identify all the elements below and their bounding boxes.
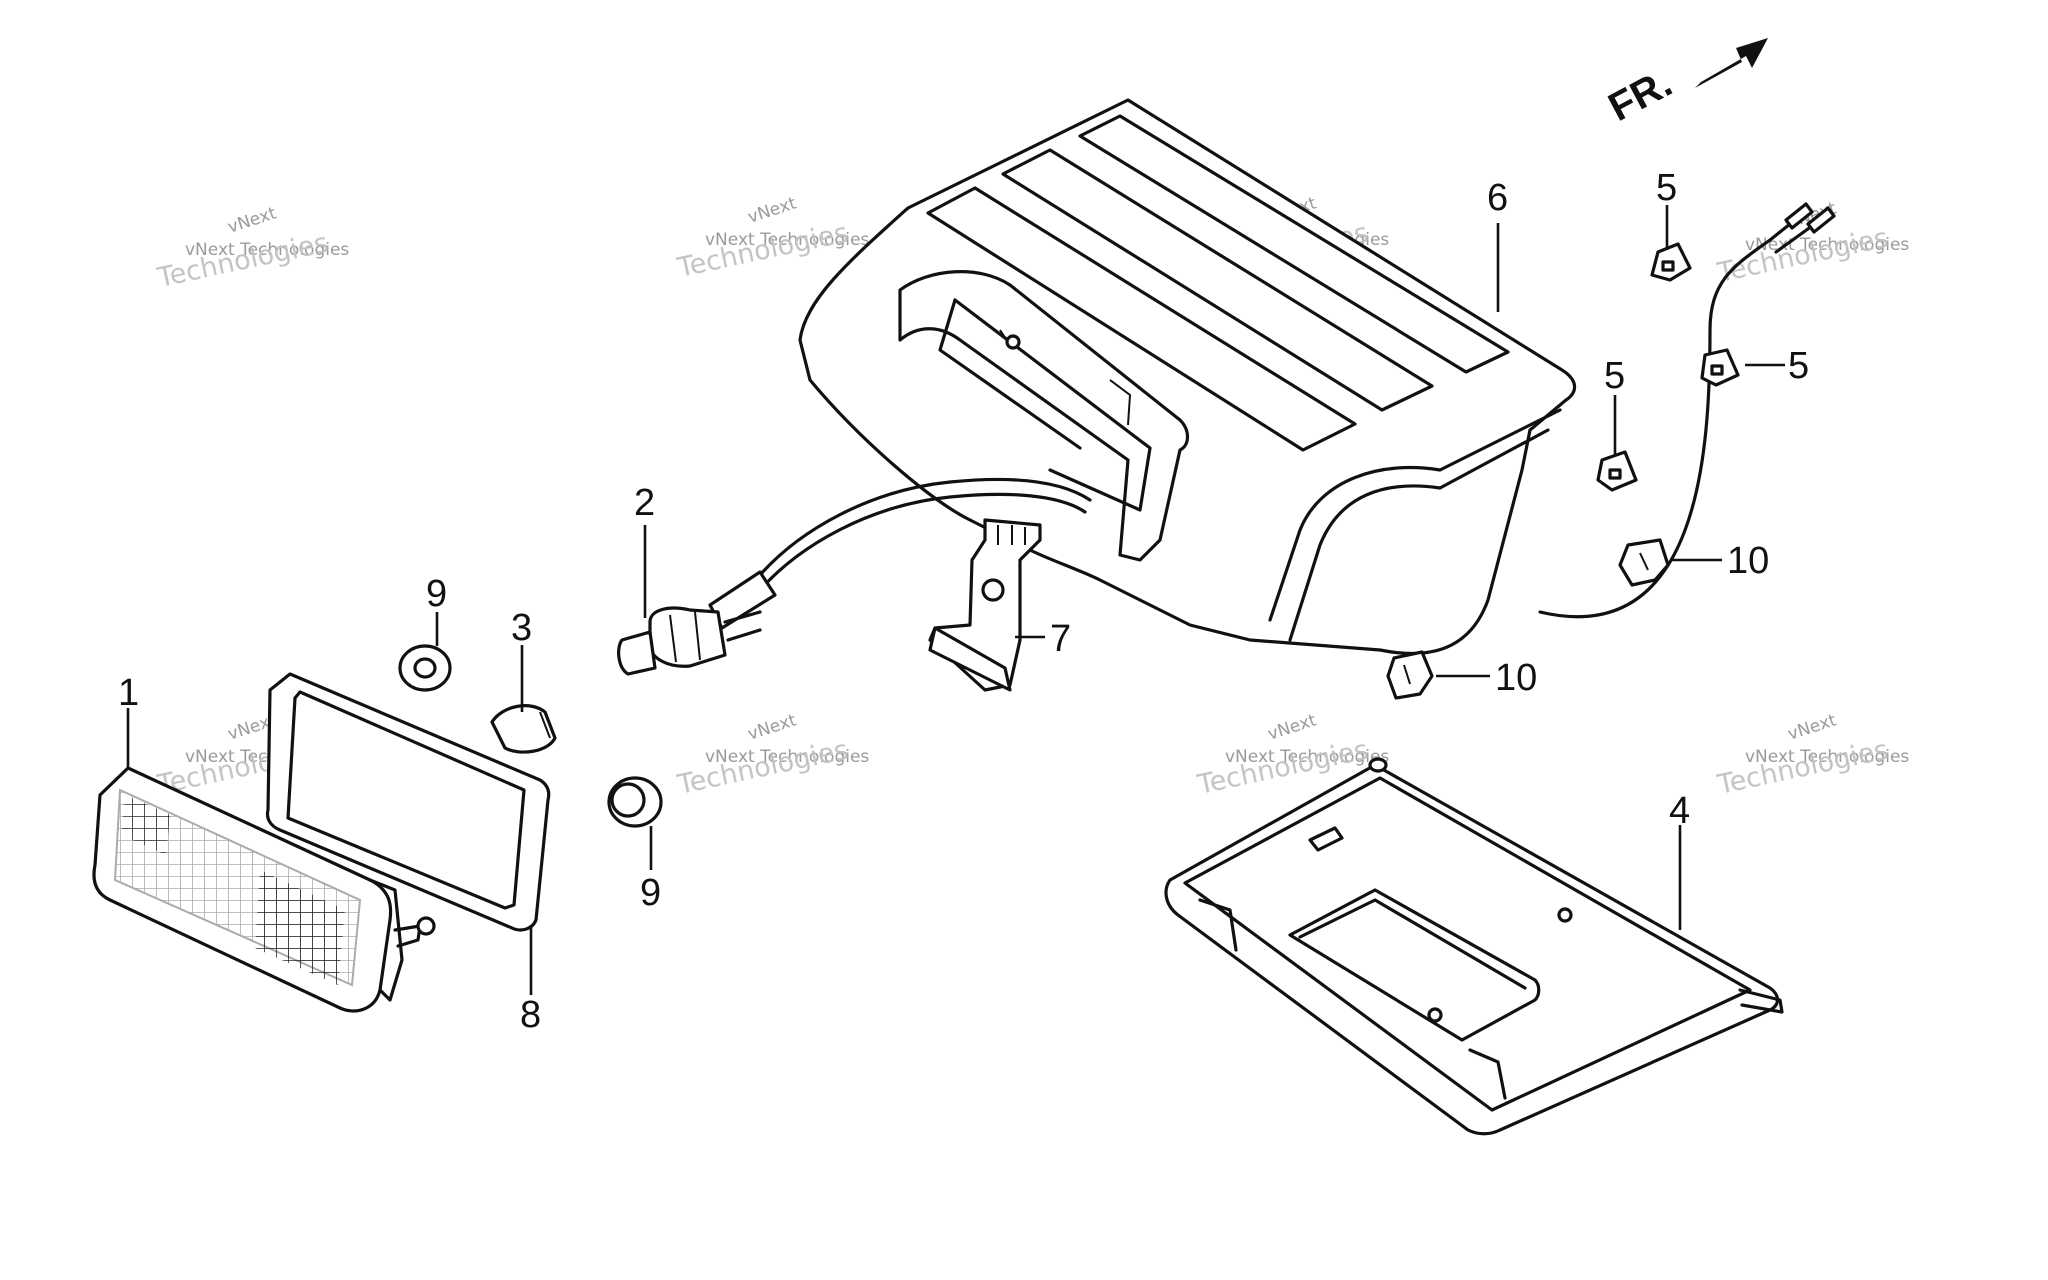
part-10-clamp-upper [1618, 538, 1670, 587]
watermark-line1: vNext [1265, 710, 1319, 744]
part-9-grommet-lower [607, 776, 663, 828]
watermark-line3: Technologies [1714, 734, 1891, 801]
watermark-line1: vNext [1785, 710, 1839, 744]
watermark: vNext vNext Technologies Technologies [1714, 710, 1909, 801]
callout-5-top: 5 [1656, 167, 1677, 209]
watermark-line3: Technologies [674, 217, 851, 284]
callout-5-right: 5 [1788, 345, 1809, 387]
callout-10-upper: 10 [1727, 540, 1769, 582]
watermark-line1: vNext [745, 710, 799, 744]
callout-4: 4 [1669, 790, 1690, 832]
callout-9-upper: 9 [426, 573, 447, 615]
leader-lines [126, 205, 1785, 995]
part-9-grommet-upper [398, 644, 452, 692]
front-label: FR. [1602, 61, 1680, 130]
part-2-socket [617, 477, 1092, 676]
watermark-line2: vNext Technologies [1745, 747, 1909, 767]
watermark: vNext vNext Technologies Technologies [674, 710, 869, 801]
part-5-clip-right [1700, 348, 1740, 387]
part-5-clip-top [1650, 242, 1692, 282]
part-4-tray [1164, 757, 1784, 1136]
part-5-clip-middle [1596, 450, 1638, 492]
callout-labels: 1 2 3 4 5 5 5 6 7 8 9 9 10 10 [118, 167, 1809, 1036]
watermark-line2: vNext Technologies [1745, 235, 1909, 255]
watermark: vNext vNext Technologies Technologies [154, 203, 349, 294]
watermark-line2: vNext Technologies [705, 230, 869, 250]
watermark-line3: Technologies [674, 734, 851, 801]
watermark-line1: vNext [225, 203, 279, 237]
wire-terminal-ends [1768, 202, 1836, 254]
callout-8: 8 [520, 994, 541, 1036]
front-arrow-icon [1695, 38, 1768, 88]
callout-1: 1 [118, 672, 139, 714]
callout-3: 3 [511, 607, 532, 649]
watermark-line2: vNext Technologies [705, 747, 869, 767]
watermark-line1: vNext [745, 193, 799, 227]
part-7-bracket [928, 518, 1042, 692]
watermark-line2: vNext Technologies [185, 240, 349, 260]
callout-6: 6 [1487, 177, 1508, 219]
part-1-tail-lamp [92, 766, 436, 1013]
callout-9-lower: 9 [640, 872, 661, 914]
watermark-line3: Technologies [154, 227, 331, 294]
part-8-gasket [265, 672, 551, 932]
part-6-cover [798, 98, 1772, 656]
part-3-bulb [490, 704, 557, 754]
callout-10-lower: 10 [1495, 657, 1537, 699]
callout-7: 7 [1050, 618, 1071, 660]
callout-2: 2 [634, 482, 655, 524]
callout-5-middle: 5 [1604, 355, 1625, 397]
watermark-line2: vNext Technologies [1225, 747, 1389, 767]
part-10-clamp-lower [1386, 650, 1434, 700]
front-direction-indicator: FR. [1602, 38, 1768, 130]
